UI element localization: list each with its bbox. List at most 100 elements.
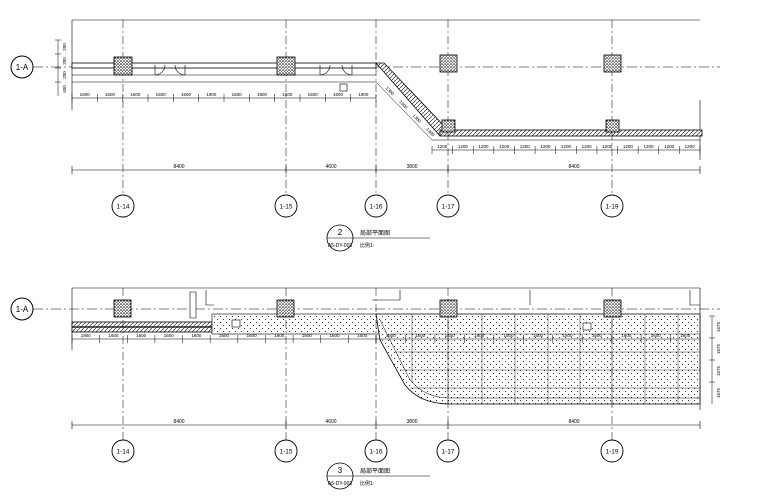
- top-dim-right-label: 1200: [685, 144, 696, 149]
- bot-axis-label: 1-19: [605, 449, 618, 456]
- bot-dim-label: 1600: [357, 333, 368, 338]
- top-dim-right-label: 1200: [561, 144, 572, 149]
- bot-dim-label: 1600: [164, 333, 175, 338]
- parapet-1: [189, 291, 197, 319]
- top-axis-bubble: [111, 194, 135, 218]
- top-dim-right-label: 1200: [437, 144, 448, 149]
- bot-vdim-label: 1675: [716, 343, 721, 354]
- top-axis-bubble: [436, 194, 460, 218]
- tag-box-bottom: [231, 319, 241, 328]
- ramp-dim-label: 1300: [425, 127, 436, 138]
- bot-vdim-label: 1675: [716, 387, 721, 398]
- top-dim-label: 1900: [257, 92, 268, 97]
- bot-axis-bubble: [111, 439, 135, 463]
- top-dim-right-label: 1200: [499, 144, 510, 149]
- bot-dim-right-label: 1600: [474, 333, 485, 338]
- title-number-bottom: 3: [338, 466, 343, 475]
- door-swing-2: [319, 64, 353, 76]
- top-dim-right-label: 1200: [664, 144, 675, 149]
- bot-span-label: 4600: [325, 419, 336, 425]
- top-vdim-label: 400: [62, 85, 67, 93]
- top-span-label: 8400: [568, 164, 579, 170]
- top-axis-label: 1-15: [279, 204, 292, 211]
- bot-dim-label: 1600: [330, 333, 341, 338]
- column-1-19-top-b: [605, 119, 620, 133]
- top-vdim-label: 200: [62, 43, 67, 51]
- title-text-top: 局部平面图: [360, 229, 390, 237]
- top-dim-right-label: 1200: [458, 144, 469, 149]
- bot-axis-label: 1-16: [369, 449, 382, 456]
- column-1-14-top: [113, 56, 133, 76]
- tag-box-top: [339, 83, 348, 92]
- balcony-band-left: [71, 62, 377, 69]
- column-1-17-bottom: [439, 299, 458, 318]
- bot-dim-label: 1600: [108, 333, 119, 338]
- bot-span-label: 8400: [173, 419, 184, 425]
- column-1-19-bottom: [603, 299, 622, 318]
- bot-dim-right-label: 1600: [533, 333, 544, 338]
- dotted-area-inner: [379, 319, 700, 399]
- bot-dim-right-label: 1600: [445, 333, 456, 338]
- bot-dim-label: 1600: [302, 333, 313, 338]
- row-axis-label-top: 1-A: [16, 63, 29, 72]
- bot-axis-label: 1-17: [441, 449, 454, 456]
- top-axis-bubble: [274, 194, 298, 218]
- top-vdim-label: 200: [62, 71, 67, 79]
- bot-vdim-label: 1675: [716, 321, 721, 332]
- top-dim-label: 1900: [206, 92, 217, 97]
- title-text-bottom: 局部平面图: [360, 467, 390, 475]
- bot-axis-label: 1-15: [279, 449, 292, 456]
- parapet-5: [689, 290, 700, 306]
- top-dim-right-label: 1200: [602, 144, 613, 149]
- title-note-bottom: 比例1:: [360, 480, 374, 487]
- top-span-label: 8400: [173, 164, 184, 170]
- top-axis-label: 1-14: [116, 204, 129, 211]
- title-ref-bottom: A5-DY-003: [328, 481, 352, 487]
- top-plan: 1-A: [10, 19, 720, 252]
- bot-axis-bubble: [436, 439, 460, 463]
- top-dim-right-label: 1200: [520, 144, 531, 149]
- top-vdim-label: 200: [62, 57, 67, 65]
- bot-span-label: 8400: [568, 419, 579, 425]
- top-axis-bubble: [364, 194, 388, 218]
- ramp-dim-label: 1300: [385, 85, 396, 96]
- bot-dim-label: 1600: [191, 333, 202, 338]
- bot-dim-label: 1600: [247, 333, 258, 338]
- title-note-top: 比例1:: [360, 242, 374, 249]
- ramp-dim-label: 1300: [412, 113, 423, 124]
- bot-vdim-label: 1675: [716, 365, 721, 376]
- bot-dim-right-label: 1600: [621, 333, 632, 338]
- top-dim-label: 1600: [333, 92, 344, 97]
- top-axis-label: 1-19: [605, 204, 618, 211]
- top-dim-right-label: 1200: [540, 144, 551, 149]
- parapet-3: [372, 290, 401, 301]
- ramp-band: [375, 62, 449, 137]
- top-span-label: 3800: [406, 164, 417, 170]
- balcony-band-right: [439, 129, 703, 137]
- top-dim-right-label: 1200: [479, 144, 490, 149]
- column-1-17-top-b: [441, 119, 456, 133]
- bot-dim-right-label: 1600: [651, 333, 662, 338]
- title-number-top: 2: [338, 228, 343, 237]
- bot-dim-label: 1600: [274, 333, 285, 338]
- top-dim-right-label: 1200: [643, 144, 654, 149]
- tag-box-bottom-2: [582, 322, 592, 331]
- column-1-17-top-a: [439, 54, 458, 73]
- bot-axis-bubble: [274, 439, 298, 463]
- top-dim-label: 1600: [232, 92, 243, 97]
- bottom-axis-lines: [122, 288, 613, 440]
- column-1-19-top-a: [603, 54, 622, 73]
- door-swing-1: [154, 64, 186, 76]
- column-1-15-bottom: [276, 299, 295, 318]
- bot-dim-right-label: 1600: [680, 333, 691, 338]
- top-dim-label: 1600: [105, 92, 116, 97]
- bot-axis-bubble: [364, 439, 388, 463]
- top-span-label: 4600: [325, 164, 336, 170]
- bot-axis-bubble: [600, 439, 624, 463]
- bot-axis-label: 1-14: [116, 449, 129, 456]
- top-axis-label: 1-17: [441, 204, 454, 211]
- top-dim-right-label: 1200: [623, 144, 634, 149]
- top-dim-label: 1600: [130, 92, 141, 97]
- top-dim-label: 1600: [156, 92, 167, 97]
